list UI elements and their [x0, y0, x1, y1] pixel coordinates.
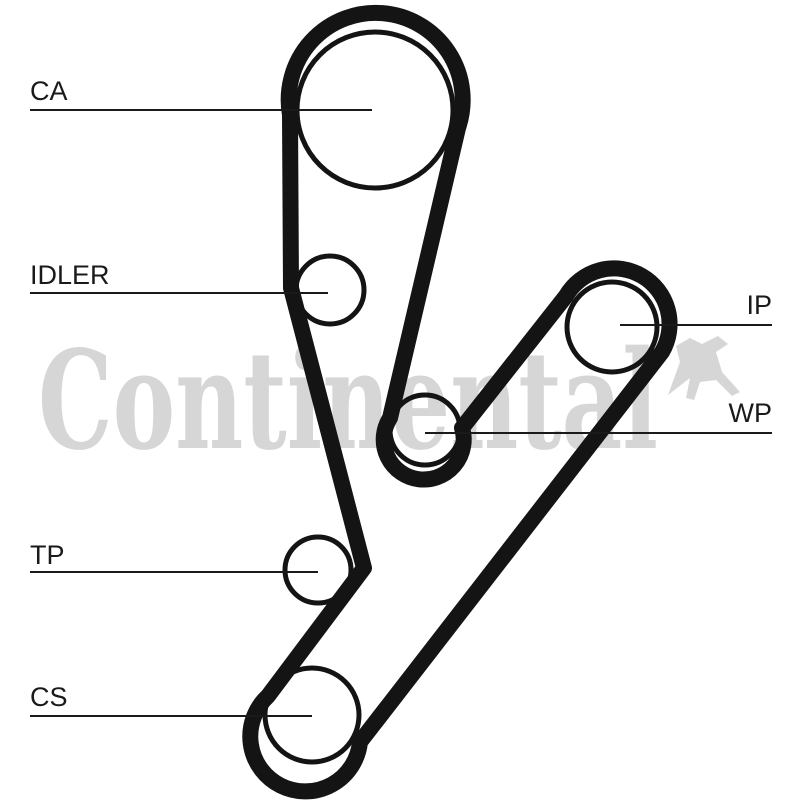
injection-pump-pulley — [564, 279, 660, 375]
label-wp: WP — [729, 398, 773, 428]
label-tp: TP — [30, 540, 65, 570]
watermark-brand: Continental — [38, 321, 658, 481]
horse-icon — [668, 336, 740, 400]
timing-belt — [242, 4, 678, 800]
watermark: Continental — [38, 321, 740, 481]
label-cs: CS — [30, 682, 68, 712]
idler-pulley — [293, 253, 367, 327]
label-ip: IP — [746, 290, 772, 320]
tensioner-pulley — [282, 534, 354, 606]
label-idler: IDLER — [30, 260, 110, 290]
label-ca: CA — [30, 76, 68, 106]
